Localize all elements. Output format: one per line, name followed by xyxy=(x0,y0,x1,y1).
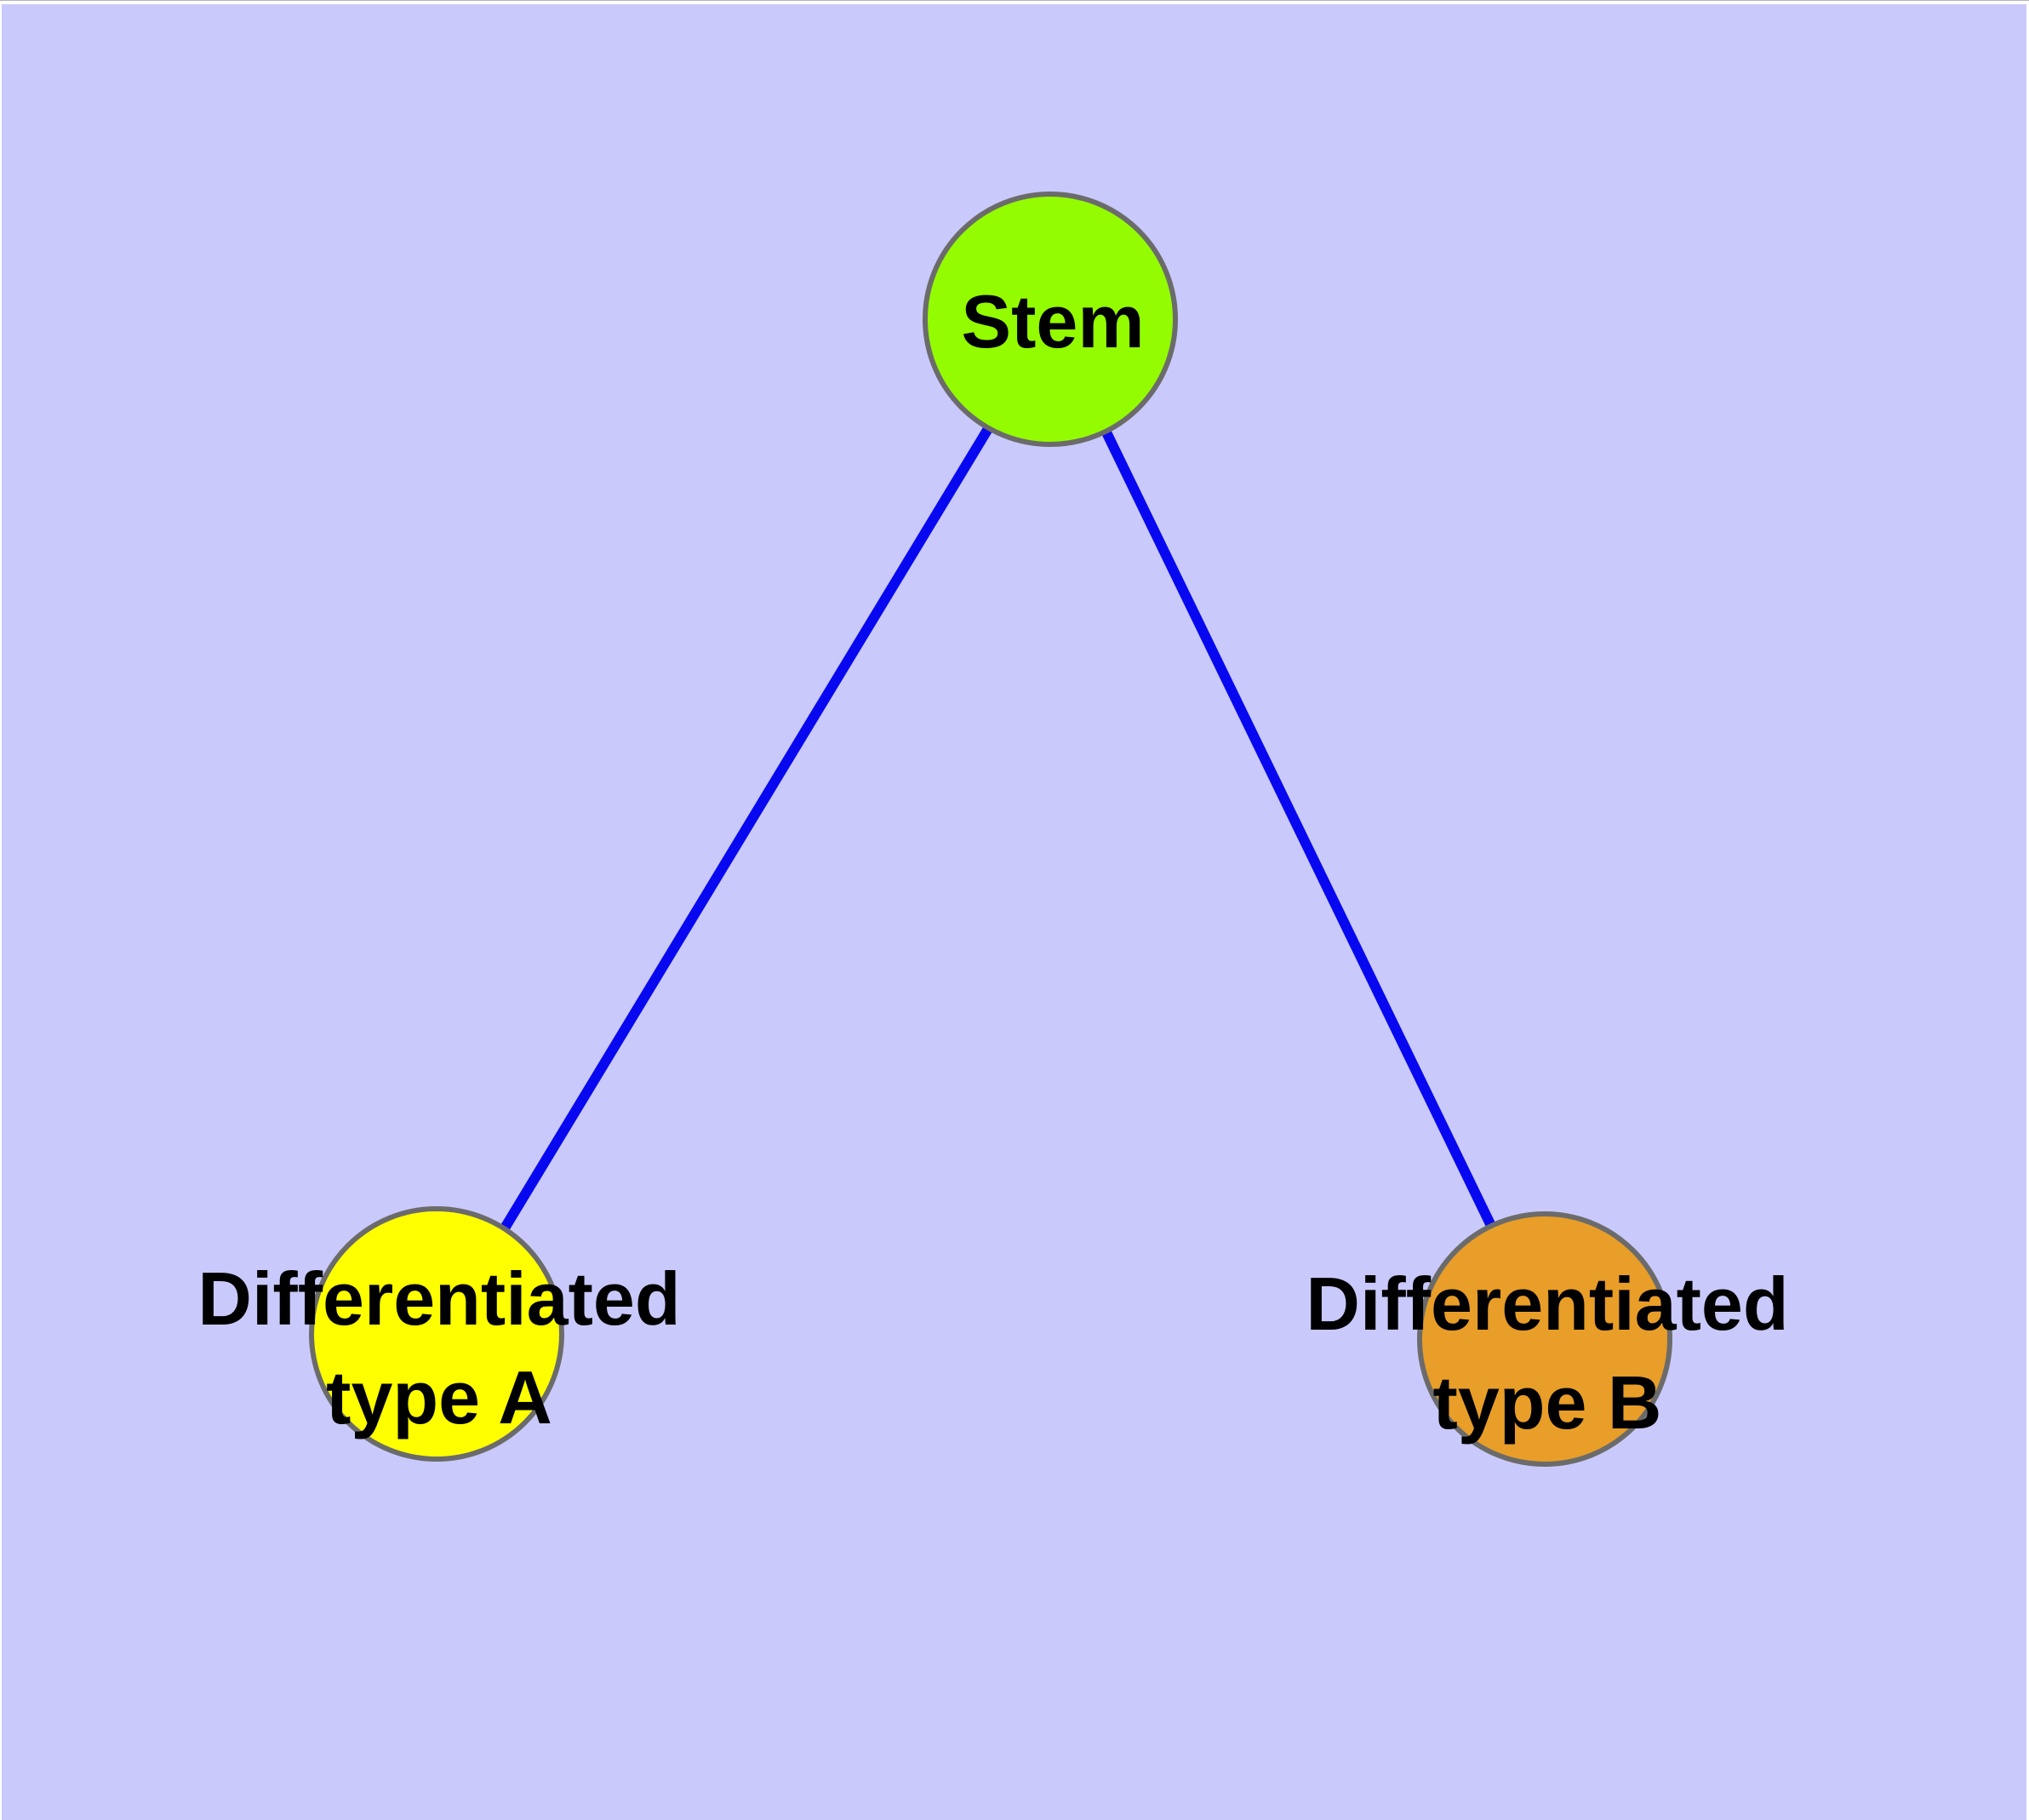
diagram-canvas: Stem Differentiated type A Differentiate… xyxy=(2,4,2026,1820)
top-hairline xyxy=(0,0,2029,1)
node-circle-stem xyxy=(923,192,1178,447)
edge-stem-to-differentiated-type-a xyxy=(434,318,1058,1340)
node-label-differentiated-type-b: Differentiated type B xyxy=(1306,1255,1788,1452)
edges-layer xyxy=(434,318,1552,1344)
edge-stem-to-differentiated-type-b xyxy=(1048,319,1552,1344)
node-label-a-line2: type A xyxy=(326,1355,552,1439)
node-circle-differentiated-type-a xyxy=(309,1206,564,1462)
node-label-a-line1: Differentiated xyxy=(197,1256,681,1341)
node-label-differentiated-type-a: Differentiated type A xyxy=(197,1250,680,1447)
node-label-b-line2: type B xyxy=(1432,1360,1662,1445)
node-label-b-line1: Differentiated xyxy=(1306,1262,1789,1346)
node-circle-differentiated-type-b xyxy=(1417,1211,1672,1467)
node-label-stem: Stem xyxy=(961,272,1144,371)
node-label-stem-text: Stem xyxy=(961,279,1145,363)
